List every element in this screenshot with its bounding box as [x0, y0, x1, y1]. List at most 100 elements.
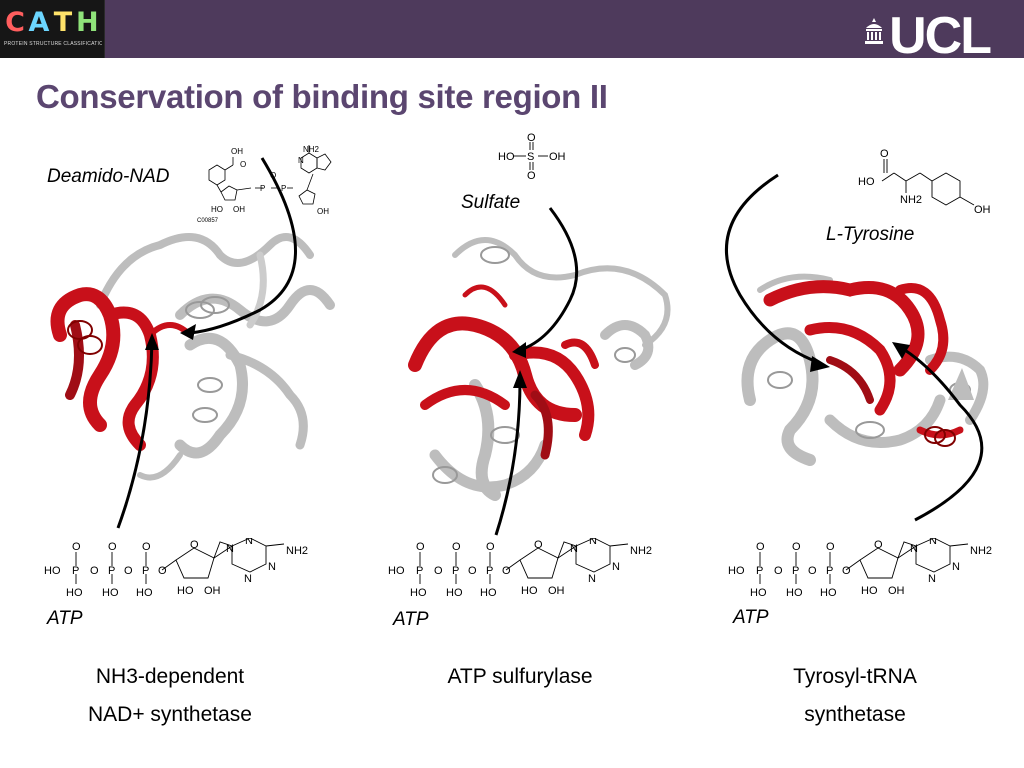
- ligand-label-l-tyrosine: L-Tyrosine: [826, 224, 915, 245]
- atp-structure-panel-3: O O O HO P O P O P O HO HO HO HO OH O N …: [728, 538, 992, 599]
- atp3-row-3: P: [792, 565, 799, 577]
- cath-letter-t: T: [53, 7, 73, 38]
- atp-label-panel-3: ATP: [733, 607, 769, 628]
- deamido-nad-label-2: HO: [211, 205, 223, 214]
- cath-letter-a: A: [28, 7, 50, 38]
- atp2-p2-ho: HO: [446, 587, 463, 599]
- atp1-adenine-n3: N: [268, 561, 276, 573]
- atp2-adenine-n2: N: [589, 538, 597, 547]
- tyrosine-label-nh2: NH2: [900, 194, 922, 206]
- deamido-nad-structure: OH O HO OH P P O N NH2 OH C00857: [197, 145, 332, 224]
- l-tyrosine-structure: O HO NH2 OH: [858, 148, 991, 216]
- atp1-ribose-oh: OH: [204, 585, 221, 597]
- cath-letter-h: H: [76, 7, 99, 38]
- header-bar: C A T H PROTEIN STRUCTURE CLASSIFICATION…: [0, 0, 1024, 62]
- slide-title: Conservation of binding site region II: [36, 78, 608, 115]
- atp1-p3-ho: HO: [136, 587, 153, 599]
- atp3-p3-o: O: [826, 541, 835, 553]
- protein-structure-atp-sulfurylase: [408, 237, 671, 501]
- atp3-adenine-n2: N: [929, 538, 937, 547]
- atp1-ribose-ho: HO: [177, 585, 194, 597]
- atp2-ribose-oh: OH: [548, 585, 565, 597]
- atp2-adenine-n1: N: [570, 543, 578, 555]
- enzyme-line-1: NH3-dependent: [95, 665, 245, 688]
- deamido-nad-label-7: N: [298, 156, 304, 165]
- deamido-nad-label-8: NH2: [303, 145, 320, 154]
- tyrosine-label-o: O: [880, 148, 889, 160]
- atp3-row-6: O: [842, 565, 851, 577]
- deamido-nad-label-0: OH: [231, 147, 243, 156]
- atp3-p2-o: O: [792, 541, 801, 553]
- sulfate-label-o-bottom: O: [527, 170, 536, 182]
- atp2-row-0: HO: [388, 565, 405, 577]
- deamido-nad-label-9: OH: [317, 207, 329, 216]
- atp2-p3-ho: HO: [480, 587, 497, 599]
- atp3-row-0: HO: [728, 565, 745, 577]
- atp3-ribose-ho: HO: [861, 585, 878, 597]
- ligand-label-sulfate: Sulfate: [461, 192, 521, 213]
- ucl-logo: UCL: [863, 10, 992, 62]
- atp2-row-3: P: [452, 565, 459, 577]
- atp3-row-2: O: [774, 565, 783, 577]
- atp2-row-6: O: [502, 565, 511, 577]
- enzyme-line-1: ATP sulfurylase: [447, 665, 593, 688]
- atp1-row-4: O: [124, 565, 133, 577]
- atp3-row-1: P: [756, 565, 763, 577]
- atp2-p1-ho: HO: [410, 587, 427, 599]
- atp1-row-0: HO: [44, 565, 61, 577]
- binding-arrows-panel-3: [725, 173, 984, 522]
- atp-structure-panel-1: O O O HO P O P O P O HO HO HO HO OH O N …: [44, 538, 308, 599]
- protein-structure-nad-synthetase: [50, 233, 335, 481]
- atp1-p1-o: O: [72, 541, 81, 553]
- sulfate-label-oh: OH: [549, 151, 566, 163]
- atp1-ribose-o: O: [190, 539, 199, 551]
- binding-arrows-panel-2: [494, 207, 579, 536]
- atp1-row-2: O: [90, 565, 99, 577]
- atp1-adenine-n2: N: [245, 538, 253, 547]
- atp3-row-5: P: [826, 565, 833, 577]
- atp3-ribose-oh: OH: [888, 585, 905, 597]
- atp2-p2-o: O: [452, 541, 461, 553]
- sulfate-structure: O HO S OH O: [498, 132, 566, 182]
- atp3-row-4: O: [808, 565, 817, 577]
- atp-label-panel-2: ATP: [393, 609, 429, 630]
- cath-letter-c: C: [5, 7, 25, 38]
- atp2-ribose-ho: HO: [521, 585, 538, 597]
- atp2-row-4: O: [468, 565, 477, 577]
- atp1-p2-o: O: [108, 541, 117, 553]
- enzyme-name-panel-1: NH3-dependent NAD+ synthetase: [40, 658, 300, 734]
- atp1-adenine-n1: N: [226, 543, 234, 555]
- deamido-nad-label-3: OH: [233, 205, 245, 214]
- atp2-adenine-nh2: NH2: [630, 545, 652, 557]
- cath-subtitle: PROTEIN STRUCTURE CLASSIFICATION: [4, 41, 102, 47]
- atp1-row-3: P: [108, 565, 115, 577]
- atp1-adenine-n4: N: [244, 573, 252, 585]
- atp2-adenine-n4: N: [588, 573, 596, 585]
- deamido-nad-label-1: O: [240, 160, 246, 169]
- atp1-p3-o: O: [142, 541, 151, 553]
- atp2-p3-o: O: [486, 541, 495, 553]
- deamido-nad-label-4: P: [260, 184, 265, 193]
- sulfate-label-o-top: O: [527, 132, 536, 144]
- enzyme-line-2: synthetase: [804, 703, 906, 726]
- atp3-p2-ho: HO: [786, 587, 803, 599]
- sulfate-label-ho: HO: [498, 151, 515, 163]
- atp1-row-5: P: [142, 565, 149, 577]
- atp2-p1-o: O: [416, 541, 425, 553]
- enzyme-line-2: NAD+ synthetase: [87, 703, 252, 726]
- atp3-adenine-n4: N: [928, 573, 936, 585]
- atp3-adenine-n1: N: [910, 543, 918, 555]
- atp1-p1-ho: HO: [66, 587, 83, 599]
- binding-arrows-panel-1: [116, 157, 297, 529]
- protein-structure-tyrosyl-trna-synthetase: [741, 273, 989, 466]
- deamido-nad-label-5: P: [281, 184, 286, 193]
- atp3-p1-o: O: [756, 541, 765, 553]
- tyrosine-label-oh: OH: [974, 204, 991, 216]
- atp1-adenine-nh2: NH2: [286, 545, 308, 557]
- atp3-adenine-nh2: NH2: [970, 545, 992, 557]
- atp3-adenine-n3: N: [952, 561, 960, 573]
- enzyme-name-panel-2: ATP sulfurylase: [400, 658, 640, 696]
- atp1-row-6: O: [158, 565, 167, 577]
- atp2-row-5: P: [486, 565, 493, 577]
- atp2-row-2: O: [434, 565, 443, 577]
